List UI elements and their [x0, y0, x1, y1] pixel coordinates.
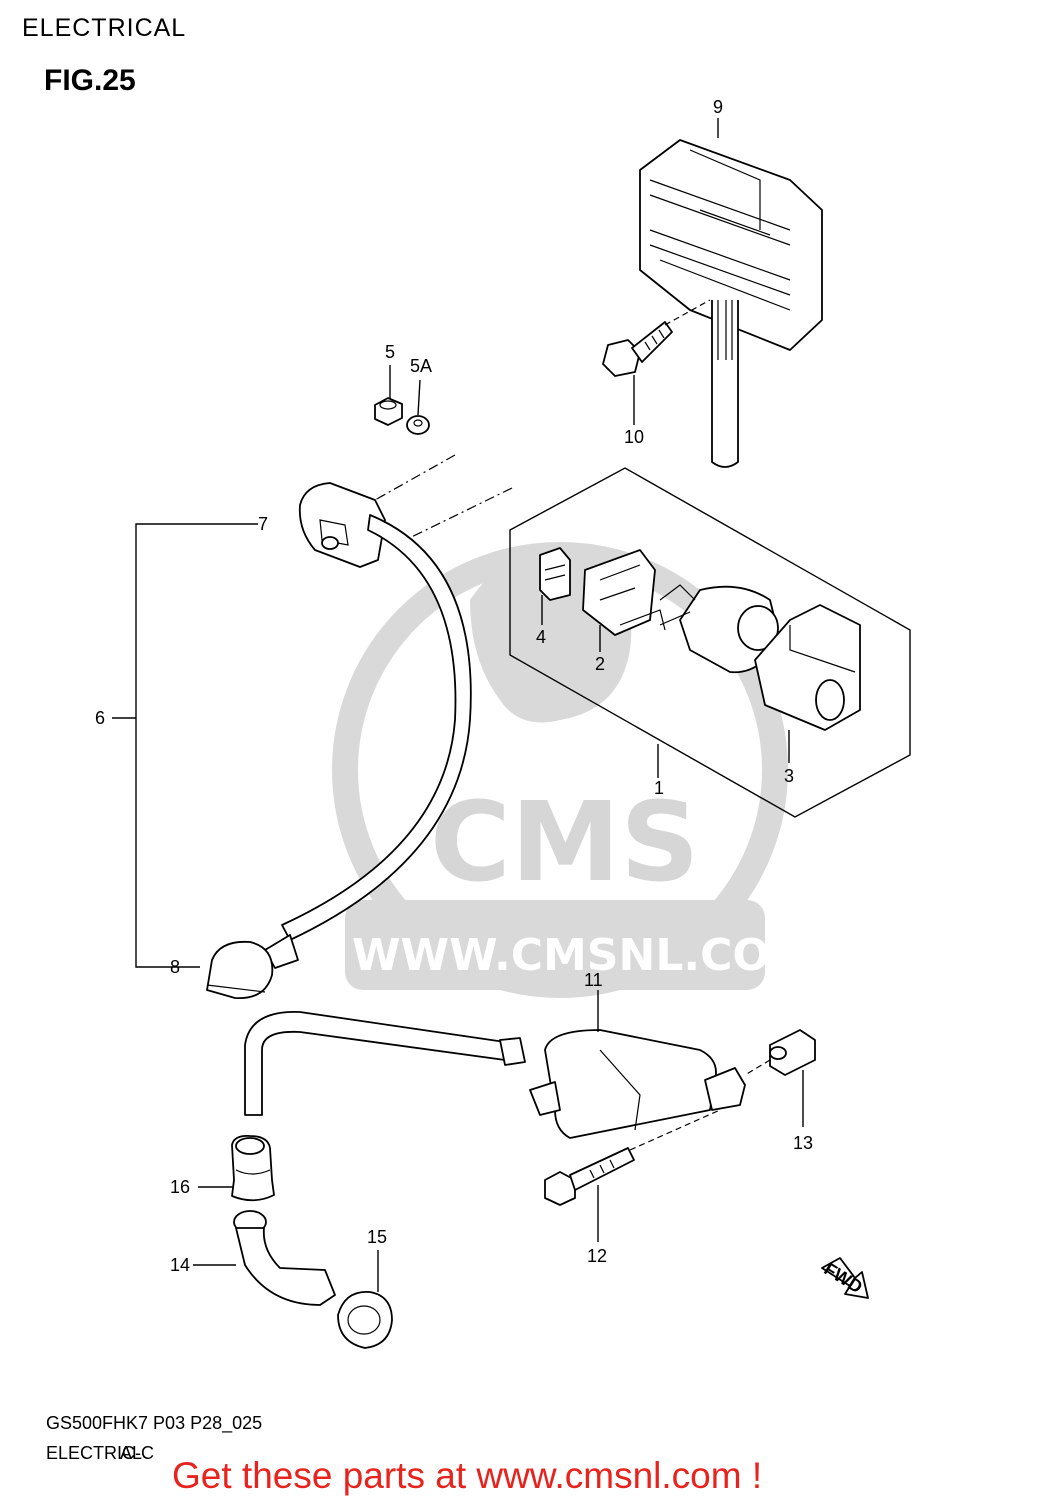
watermark-brand: CMS: [430, 778, 699, 906]
callout-4: 4: [536, 627, 546, 647]
callout-15: 15: [367, 1227, 387, 1247]
callout-labels: 1 2 3 4 5 5A 6 7 8 9 10 11 12 13 14 15 1…: [95, 97, 813, 1275]
callout-12: 12: [587, 1246, 607, 1266]
callout-16: 16: [170, 1177, 190, 1197]
callout-14: 14: [170, 1255, 190, 1275]
group-label: ELECTRIC-C: [46, 1443, 155, 1463]
regulator-rectifier: [639, 139, 823, 468]
grommet-15: [337, 1291, 393, 1349]
callout-5A: 5A: [410, 356, 432, 376]
switch-terminal-4: [539, 547, 571, 601]
leader-lines: [193, 118, 804, 1292]
callout-6: 6: [95, 708, 105, 728]
nut-5: [374, 397, 403, 426]
callout-5: 5: [385, 342, 395, 362]
callout-7: 7: [258, 514, 268, 534]
watermark-url: WWW.CMSNL.COM: [352, 930, 814, 981]
section-title: ELECTRICAL: [22, 14, 187, 42]
spacer-13: [769, 1029, 816, 1076]
figure-title: FIG.25: [44, 64, 136, 97]
cap-16: [231, 1135, 275, 1202]
callout-2: 2: [595, 654, 605, 674]
model-code: GS500FHK7 P03 P28_025: [46, 1413, 263, 1433]
callout-10: 10: [624, 427, 644, 447]
cta-link[interactable]: Get these parts at www.cmsnl.com !: [172, 1455, 763, 1496]
callout-11: 11: [584, 970, 603, 990]
watermark-banner: [345, 900, 765, 990]
switch-body-2: [582, 549, 656, 636]
bracket-6: [135, 523, 258, 968]
ignition-coil-11: [244, 1011, 746, 1139]
plug-cap-14: [233, 1210, 336, 1306]
bolt-10: [602, 299, 711, 377]
plug-cap-7: [298, 482, 386, 568]
callout-8: 8: [170, 957, 180, 977]
washer-5A: [406, 415, 430, 435]
plug-cap-8: [206, 934, 299, 999]
callout-1: 1: [654, 778, 664, 798]
callout-9: 9: [713, 97, 723, 117]
bolt-12: [544, 1109, 721, 1206]
group-label-overlay: AL: [120, 1443, 143, 1463]
forward-arrow-icon: FWD: [821, 1257, 869, 1299]
callout-3: 3: [784, 766, 794, 786]
callout-13: 13: [793, 1133, 813, 1153]
high-tension-lead-6: [281, 514, 472, 941]
ignition-switch-box: [509, 467, 911, 818]
